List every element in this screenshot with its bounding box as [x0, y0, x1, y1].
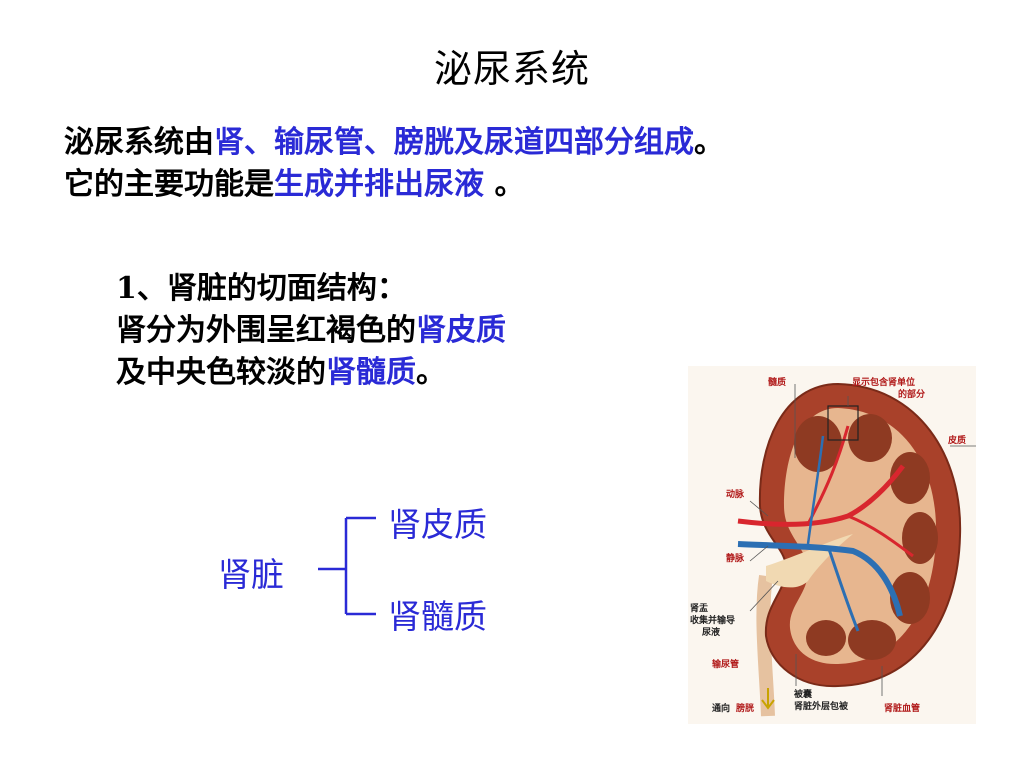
label-medulla: 髓质: [768, 378, 787, 388]
label-bladder: 膀胱: [736, 704, 755, 714]
medulla-pyramid: [848, 414, 892, 462]
label-renal-vessel: 肾脏血管: [884, 704, 921, 714]
medulla-pyramid: [890, 452, 930, 504]
intro-line-1-suffix: 。: [694, 125, 724, 160]
leader-line: [749, 580, 779, 612]
label-vein: 静脉: [726, 554, 745, 564]
renal-artery: [737, 464, 905, 527]
section-line-2-suffix: 。: [416, 355, 446, 390]
vein-branch: [826, 545, 860, 632]
leader-line: [749, 545, 769, 562]
label-ureter: 输尿管: [712, 660, 740, 670]
label-capsule-line2: 肾脏外层包被: [794, 702, 849, 712]
intro-paragraph: 泌尿系统由肾、输尿管、膀胱及尿道四部分组成。 它的主要功能是生成并排出尿液 。: [64, 122, 724, 206]
medulla-pyramid: [902, 512, 938, 564]
intro-line-2-highlight: 生成并排出尿液: [274, 167, 484, 202]
tree-child-cortex: 肾皮质: [388, 505, 487, 544]
label-capsule-line1: 被囊: [794, 690, 813, 700]
artery-branch: [806, 425, 850, 525]
section-line-1-prefix: 肾分为外围呈红褐色的: [116, 313, 416, 348]
section-heading: 1、肾脏的切面结构：: [116, 271, 407, 306]
medulla-pyramid: [848, 620, 896, 660]
label-nephron-line1: 显示包含肾单位: [852, 378, 916, 388]
renal-vein: [737, 541, 903, 617]
slide-title: 泌尿系统: [433, 47, 590, 91]
label-pelvis-line2: 收集并输导: [690, 616, 736, 626]
section-line-2: 及中央色较淡的肾髓质。: [116, 352, 506, 394]
tree-root-kidney: 肾脏: [218, 555, 284, 594]
intro-line-1-prefix: 泌尿系统由: [64, 125, 214, 160]
label-cortex: 皮质: [948, 436, 967, 446]
tree-child-medulla: 肾髓质: [388, 597, 487, 636]
intro-line-2-prefix: 它的主要功能是: [64, 167, 274, 202]
down-arrow-icon: [761, 688, 775, 710]
kidney-cross-section: [737, 382, 978, 717]
label-nephron-line2: 的部分: [898, 390, 926, 400]
vein-branch: [806, 435, 825, 545]
medulla-pyramid: [794, 416, 842, 472]
intro-line-1-highlight: 肾、输尿管、膀胱及尿道四部分组成: [214, 125, 694, 160]
kidney-illustration: 髓质 显示包含肾单位 的部分 皮质 动脉 静脉 肾盂 收集并输导 尿液 输尿管 …: [688, 366, 978, 724]
label-pelvis-line1: 肾盂: [690, 604, 709, 614]
section-line-2-highlight: 肾髓质: [326, 355, 416, 390]
artery-branch: [847, 514, 914, 558]
nephron-highlight-box: [827, 405, 859, 441]
leader-line: [749, 500, 769, 517]
medulla-pyramid: [806, 620, 846, 656]
intro-line-2: 它的主要功能是生成并排出尿液 。: [64, 164, 724, 206]
section-line-2-prefix: 及中央色较淡的: [116, 355, 326, 390]
intro-line-1: 泌尿系统由肾、输尿管、膀胱及尿道四部分组成。: [64, 122, 724, 164]
label-artery: 动脉: [726, 490, 745, 500]
label-pelvis-line3: 尿液: [702, 628, 721, 638]
section-line-1-highlight: 肾皮质: [416, 313, 506, 348]
section-line-1: 肾分为外围呈红褐色的肾皮质: [116, 310, 506, 352]
label-to-prefix: 通向: [712, 704, 731, 714]
section-kidney-structure: 1、肾脏的切面结构： 肾分为外围呈红褐色的肾皮质 及中央色较淡的肾髓质。: [116, 268, 506, 394]
intro-line-2-suffix: 。: [484, 167, 525, 202]
